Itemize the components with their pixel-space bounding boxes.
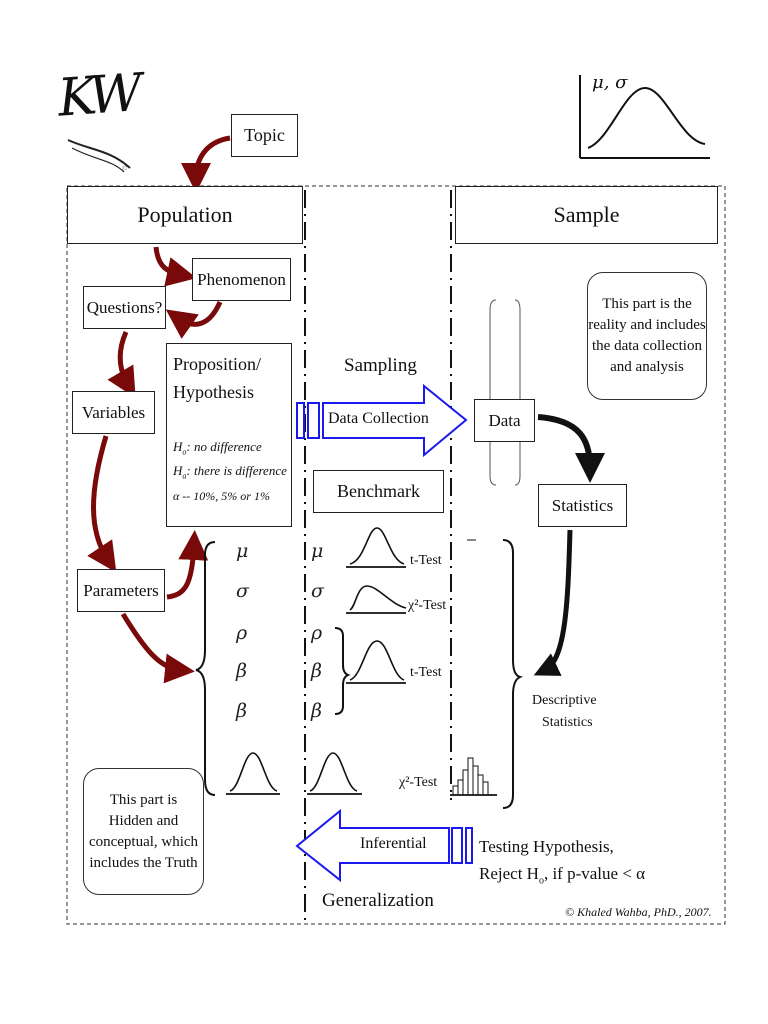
arrow-questions-to-variables bbox=[107, 330, 136, 398]
sampling-label: Sampling bbox=[344, 355, 417, 376]
stat-beta-2: β bbox=[311, 700, 322, 722]
inferential-arrow bbox=[295, 808, 473, 883]
proposition-title-line1: Proposition/ bbox=[173, 354, 262, 374]
proposition-hypothesis-box: Proposition/ Hypothesis Ho: no differenc… bbox=[166, 343, 292, 527]
curve-t-test-2 bbox=[346, 640, 406, 684]
curve-sample-normal bbox=[307, 752, 362, 795]
reality-note-line: This part is the bbox=[602, 296, 692, 312]
hidden-note: This part is Hidden and conceptual, whic… bbox=[83, 768, 204, 895]
param-sigma: σ bbox=[236, 580, 249, 602]
questions-box: Questions? bbox=[83, 286, 166, 329]
arrow-parameters-to-proposition bbox=[166, 530, 209, 600]
logo-copyright-mark: © bbox=[122, 165, 128, 173]
proposition-title-line2: Hypothesis bbox=[173, 382, 254, 402]
generalization-label: Generalization bbox=[322, 890, 434, 911]
right-curly-brace bbox=[502, 539, 523, 809]
testing-line1: Testing Hypothesis, bbox=[479, 837, 614, 856]
hidden-note-line: Hidden and bbox=[108, 812, 179, 829]
t-test-label-2: t-Test bbox=[410, 665, 442, 680]
ha-text: : there is difference bbox=[186, 463, 287, 478]
curve-t-test-1 bbox=[346, 527, 406, 568]
data-collection-arrow bbox=[296, 383, 468, 458]
topic-box: Topic bbox=[231, 114, 298, 157]
inner-curly-brace bbox=[334, 627, 351, 715]
sample-header: Sample bbox=[455, 186, 718, 244]
data-collection-label: Data Collection bbox=[328, 410, 429, 427]
data-bracket bbox=[489, 299, 521, 486]
param-beta-2: β bbox=[236, 700, 247, 722]
arrow-data-to-statistics bbox=[537, 414, 605, 483]
benchmark-box: Benchmark bbox=[313, 470, 444, 513]
significance-level: α -- 10%, 5% or 1% bbox=[173, 489, 270, 503]
inferential-label: Inferential bbox=[360, 835, 427, 852]
alternative-hypothesis: Ha: there is difference bbox=[173, 463, 287, 481]
arrow-phenomenon-to-questions bbox=[165, 300, 223, 339]
corner-normal-chart bbox=[579, 75, 710, 159]
h0-subscript: o bbox=[182, 447, 187, 457]
reject-suffix: , if p-value < α bbox=[543, 864, 646, 883]
statistics-box: Statistics bbox=[538, 484, 627, 527]
arrow-population-to-phenomenon bbox=[153, 246, 197, 287]
stat-rho: ρ bbox=[311, 622, 323, 644]
kw-logo: KW bbox=[56, 63, 139, 129]
stat-sigma: σ bbox=[311, 580, 324, 602]
arrow-variables-to-parameters bbox=[87, 435, 117, 573]
ha-letter: H bbox=[173, 463, 183, 478]
arrow-statistics-to-descriptive bbox=[533, 529, 573, 676]
data-box: Data bbox=[474, 399, 535, 442]
ha-subscript: a bbox=[182, 471, 187, 481]
reality-note-line: and analysis bbox=[610, 359, 684, 375]
param-beta-1: β bbox=[236, 660, 247, 682]
hidden-note-line: conceptual, which bbox=[88, 833, 199, 850]
testing-hypothesis-text: Testing Hypothesis, Reject Ho, if p-valu… bbox=[479, 833, 645, 894]
chi-square-test-label-2: χ²-Test bbox=[399, 775, 438, 790]
curve-population-normal bbox=[226, 752, 280, 795]
null-hypothesis: Ho: no difference bbox=[173, 439, 262, 457]
curve-chi-test-1 bbox=[346, 585, 407, 614]
parameters-box: Parameters bbox=[77, 569, 165, 612]
stat-mu: μ bbox=[311, 540, 324, 562]
h0-text: : no difference bbox=[186, 439, 262, 454]
population-header: Population bbox=[67, 186, 303, 244]
descriptive-statistics-label: Descriptive Statistics bbox=[532, 690, 597, 734]
outer-dashed-frame bbox=[66, 185, 726, 925]
reject-prefix: Reject H bbox=[479, 864, 539, 883]
reality-note: This part is the reality and includes th… bbox=[587, 272, 707, 400]
testing-line2: Reject Ho, if p-value < α bbox=[479, 860, 645, 894]
param-mu: μ bbox=[236, 540, 249, 562]
param-rho: ρ bbox=[236, 622, 248, 644]
descriptive-line2: Statistics bbox=[541, 715, 593, 730]
variables-box: Variables bbox=[72, 391, 155, 434]
arrow-topic-to-population bbox=[181, 135, 231, 193]
stat-beta-1: β bbox=[311, 660, 322, 682]
hidden-note-line: includes the Truth bbox=[89, 854, 198, 871]
h0-letter: H bbox=[173, 439, 183, 454]
arrow-parameters-to-brace bbox=[120, 612, 195, 684]
histogram-icon bbox=[450, 757, 497, 796]
descriptive-line1: Descriptive bbox=[532, 693, 597, 708]
left-curly-brace bbox=[195, 541, 216, 796]
t-test-label-1: t-Test bbox=[410, 553, 442, 568]
chi-square-test-label-1: χ²-Test bbox=[408, 598, 447, 613]
hidden-note-line: This part is bbox=[109, 791, 178, 808]
reality-note-line: the data collection bbox=[592, 338, 702, 354]
phenomenon-box: Phenomenon bbox=[192, 258, 291, 301]
copyright-notice: © Khaled Wahba, PhD., 2007. bbox=[565, 905, 712, 919]
reject-subscript: o bbox=[538, 875, 544, 887]
reality-note-line: reality and includes bbox=[588, 317, 706, 333]
corner-chart-label: μ, σ bbox=[592, 72, 628, 93]
